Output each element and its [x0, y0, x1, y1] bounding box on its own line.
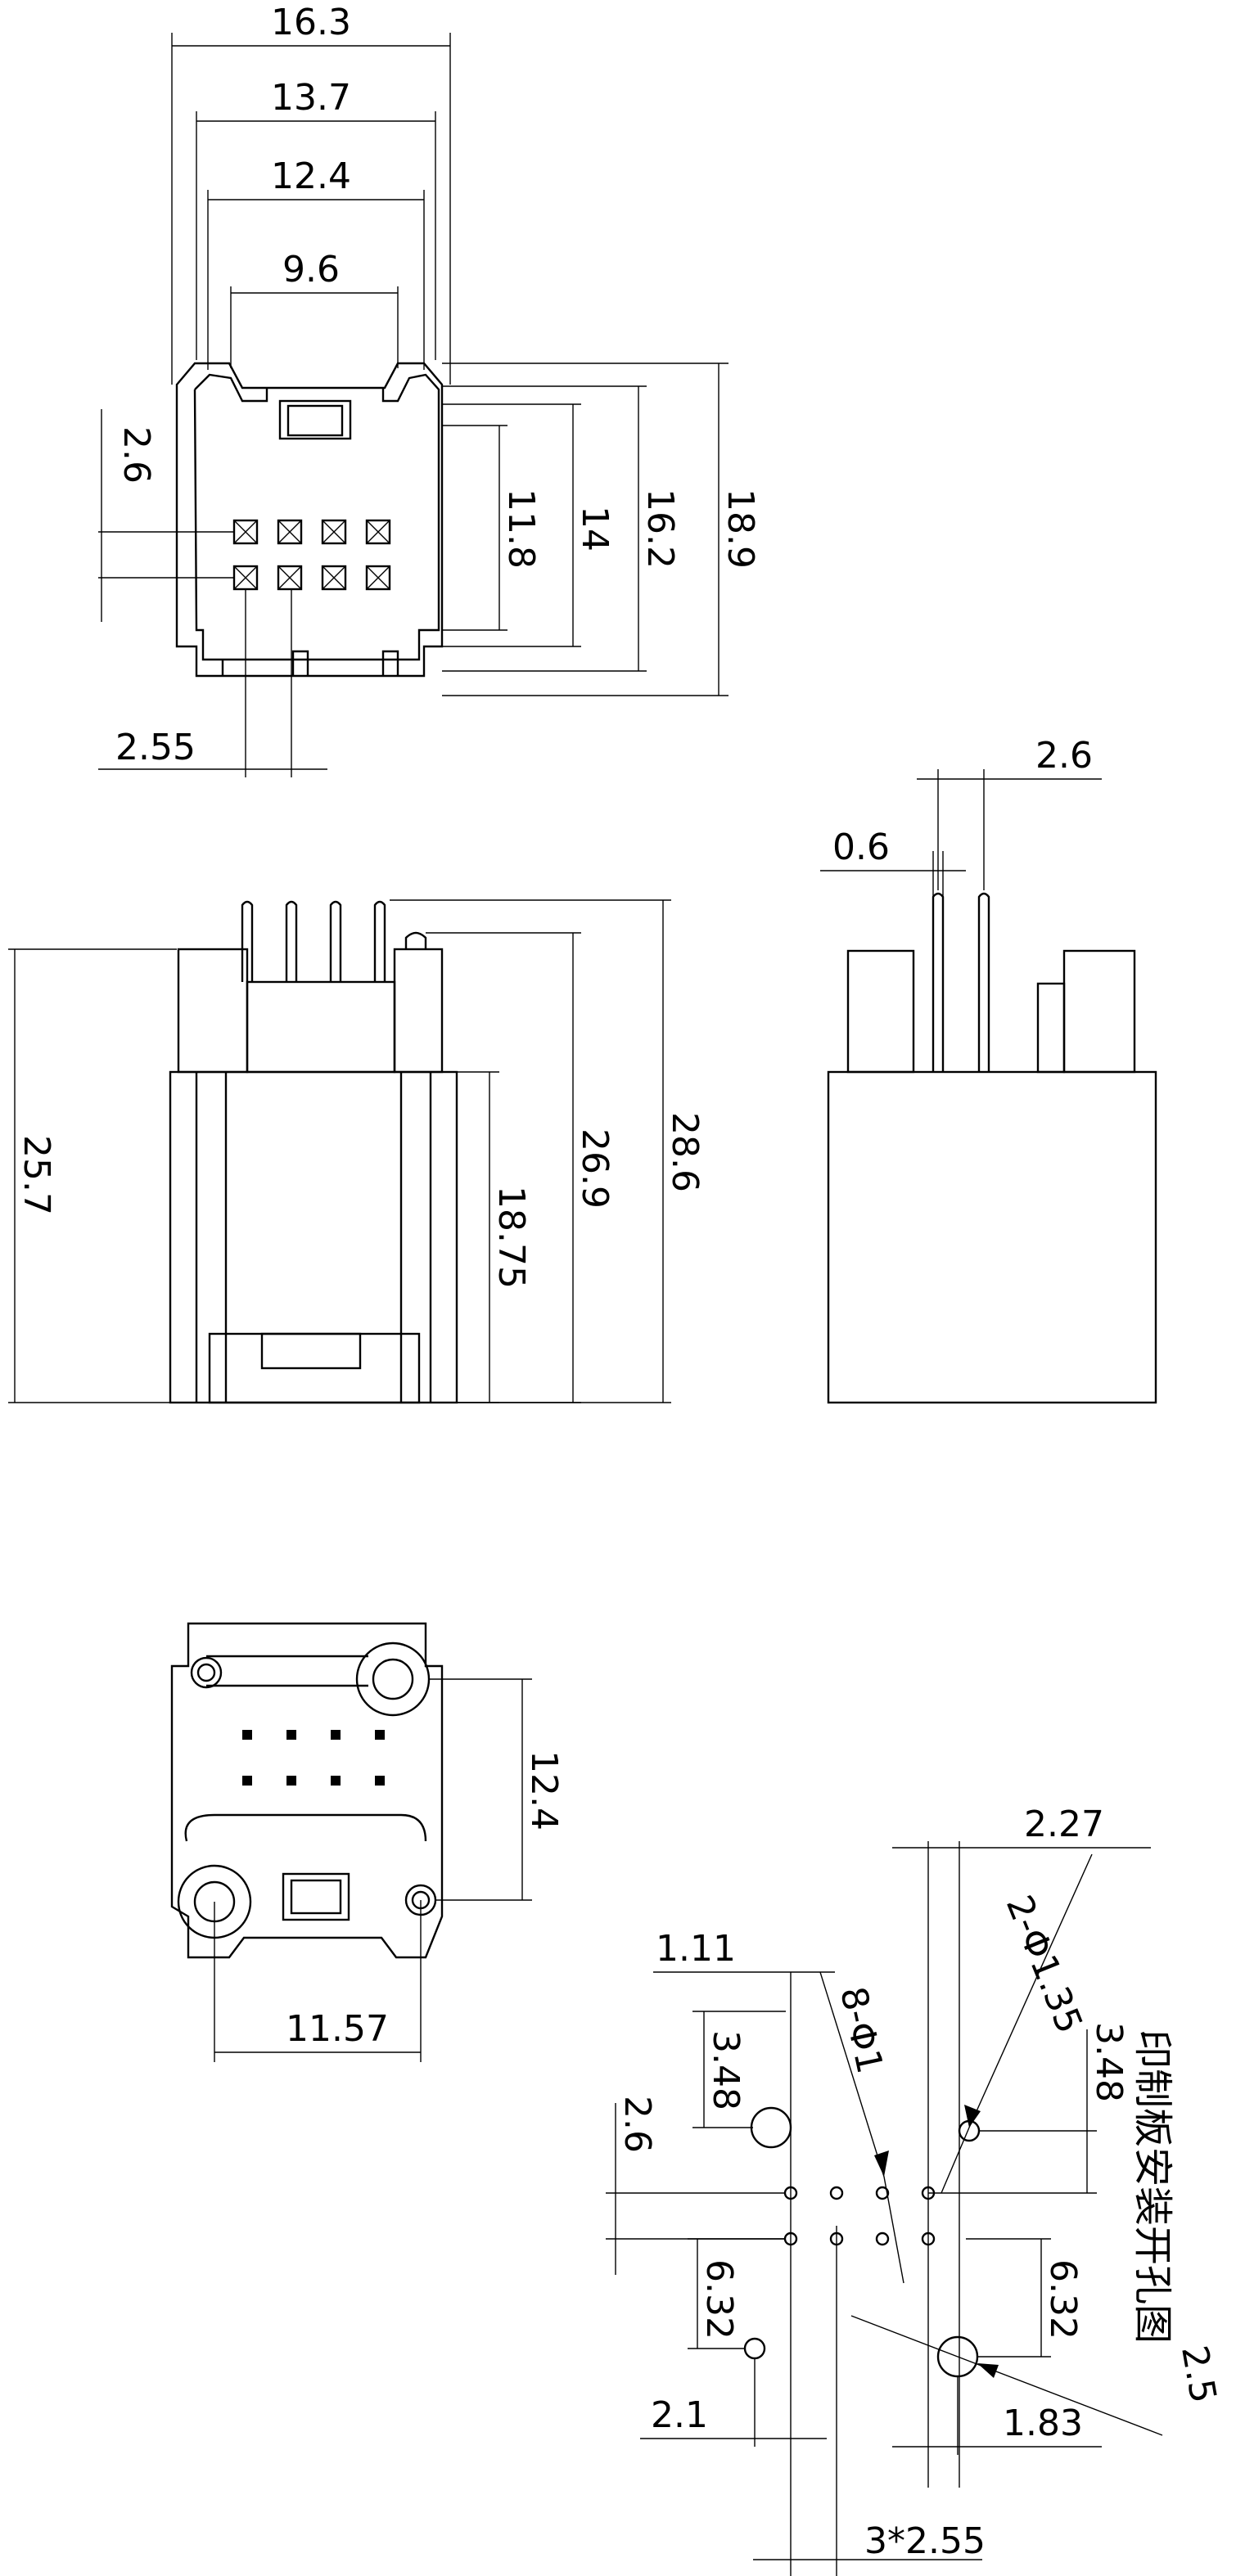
dim-25-7: 25.7 — [16, 1135, 57, 1215]
pcb-hole — [875, 2231, 890, 2246]
pcb-layout-title: 印制板安装开孔图 — [1130, 2029, 1175, 2344]
dim-2-55: 2.55 — [115, 727, 196, 768]
pin-row-2 — [232, 565, 391, 591]
dim-14: 14 — [574, 506, 616, 552]
dim-11-57: 11.57 — [286, 2008, 389, 2050]
side-view-right: 2.6 0.6 — [820, 735, 1157, 1404]
bottom-view: 12.4 11.57 — [170, 1622, 565, 2062]
pcb-layout: 3*2.55 1.11 8-Φ1 3.48 2.6 6.32 2.1 2.27 … — [606, 1804, 1224, 2576]
pcb-peg-hole — [750, 2106, 792, 2149]
side-view-left: 25.7 18.75 26.9 28.6 — [8, 899, 706, 1404]
dim-3-48-left: 3.48 — [705, 2030, 747, 2110]
dim-0-6: 0.6 — [832, 826, 890, 868]
dim-3-48-right: 3.48 — [1088, 2022, 1130, 2102]
dim-9-6: 9.6 — [282, 249, 340, 290]
dim-1-11: 1.11 — [656, 1928, 736, 1970]
dim-12-4: 12.4 — [271, 155, 351, 197]
dim-3x2-55: 3*2.55 — [864, 2520, 986, 2562]
hole-callout-8-phi1: 8-Φ1 — [832, 1984, 891, 2078]
dim-2-6-front: 2.6 — [115, 426, 157, 484]
dim-13-7: 13.7 — [271, 77, 351, 119]
dim-2-6-pcb: 2.6 — [616, 2096, 658, 2153]
pcb-peg-hole — [743, 2337, 766, 2360]
dim-2-6-side: 2.6 — [1035, 735, 1093, 777]
dim-18-75: 18.75 — [490, 1186, 532, 1289]
dim-11-8: 11.8 — [500, 489, 542, 569]
dim-2-1: 2.1 — [651, 2394, 708, 2436]
front-view: 16.3 13.7 12.4 9.6 2.6 2.55 11.8 14 16.2… — [98, 2, 761, 777]
dim-2-5: 2.5 — [1173, 2343, 1224, 2407]
dim-6-32-left: 6.32 — [698, 2259, 740, 2340]
dim-16-3: 16.3 — [271, 2, 351, 43]
dim-2-27: 2.27 — [1024, 1804, 1104, 1845]
pcb-hole — [875, 2186, 890, 2200]
dim-16-2: 16.2 — [639, 489, 681, 569]
dim-12-4-bottom: 12.4 — [523, 1750, 565, 1831]
dim-1-83: 1.83 — [1003, 2403, 1083, 2444]
dim-6-32-right: 6.32 — [1042, 2259, 1084, 2340]
dim-26-9: 26.9 — [574, 1128, 616, 1209]
pcb-hole — [829, 2186, 844, 2200]
pin-row-1 — [232, 519, 391, 545]
dim-28-6: 28.6 — [664, 1112, 706, 1192]
mount-hole-callout: 2-Φ1.35 — [998, 1889, 1090, 2039]
dim-18-9: 18.9 — [719, 489, 761, 569]
